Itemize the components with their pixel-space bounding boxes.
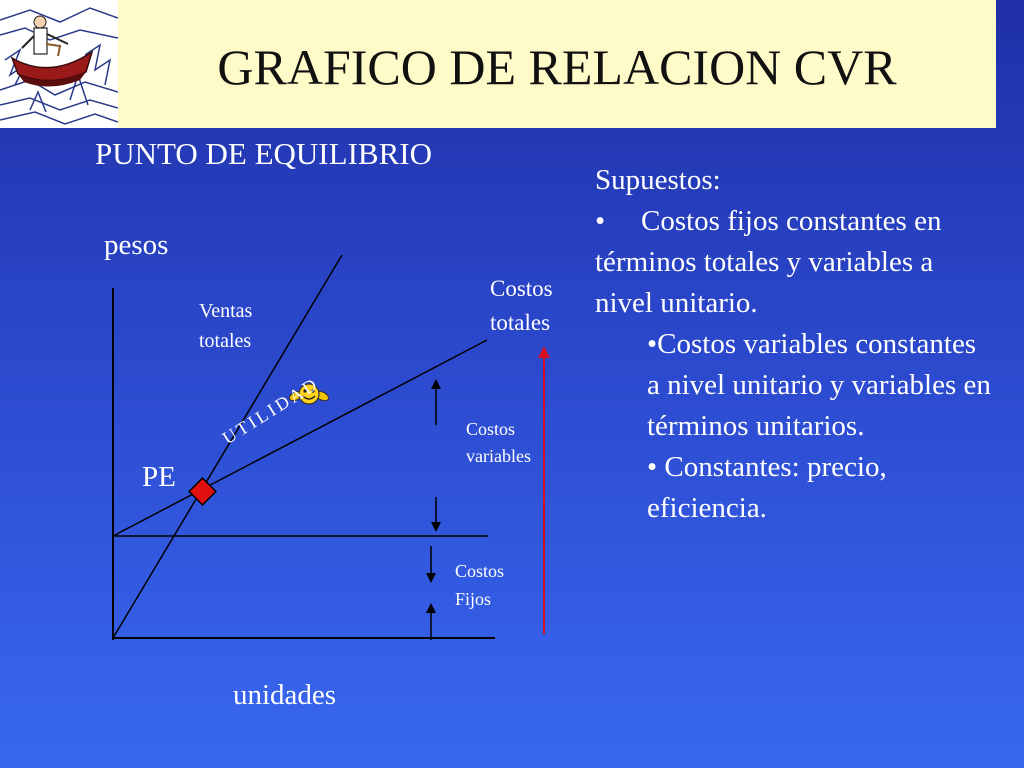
x-axis-label: unidades: [233, 679, 337, 711]
supuestos-item-1-text: Costos fijos constantes en términos tota…: [595, 205, 942, 319]
costos-variables-line1: Costos: [466, 419, 516, 439]
costos-totales-line1: Costos: [490, 276, 553, 301]
supuestos-heading: Supuestos:: [595, 164, 721, 196]
title-bar: GRAFICO DE RELACION CVR: [118, 0, 996, 128]
ventas-label-line1: Ventas: [199, 300, 253, 322]
subtitle-punto-equilibrio: PUNTO DE EQUILIBRIO: [95, 136, 432, 171]
logo-boat-icon: [0, 0, 118, 128]
total-cost-line: [112, 339, 488, 537]
supuestos-item-1: •Costos fijos constantes en términos tot…: [595, 201, 995, 324]
break-even-marker: [188, 477, 217, 506]
costos-fijos-line2: Fijos: [455, 589, 492, 609]
pe-label: PE: [142, 461, 176, 493]
supuestos-item-2: •Costos variables constantes a nivel uni…: [647, 328, 991, 442]
total-sales-line: [112, 254, 343, 639]
supuestos-item-3: • Constantes: precio, eficiencia.: [647, 451, 887, 524]
costos-variables-line2: variables: [466, 446, 531, 466]
slide-title: GRAFICO DE RELACION CVR: [217, 39, 897, 95]
smiley-icon: [288, 383, 330, 405]
y-axis-label: pesos: [104, 229, 169, 261]
costos-totales-line2: totales: [490, 310, 551, 335]
bullet-symbol: •: [595, 205, 606, 237]
costos-fijos-line1: Costos: [455, 561, 505, 581]
supuestos-panel: Supuestos: •Costos fijos constantes en t…: [595, 160, 995, 529]
ventas-label-line2: totales: [199, 330, 252, 352]
